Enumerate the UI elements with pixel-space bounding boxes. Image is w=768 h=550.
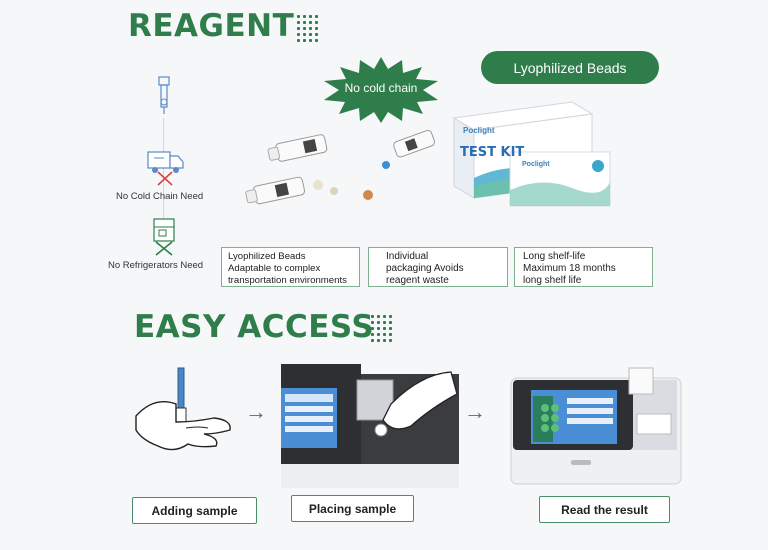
reagent-tubes-illustration [245, 129, 436, 205]
step-read-result: Read the result [539, 496, 670, 523]
test-kit-label: TEST KIT [460, 145, 525, 160]
no-cold-chain-label: No cold chain [344, 81, 418, 95]
pouch-brand-label: Poclight [522, 161, 550, 168]
info-box-packaging: Individual packaging Avoids reagent wast… [368, 247, 508, 287]
arrow-right-icon: → [245, 399, 267, 424]
info-box-lyophilized: Lyophilized Beads Adaptable to complex t… [221, 247, 360, 287]
truck-icon [147, 151, 184, 186]
info-line: Lyophilized Beads [228, 251, 306, 262]
info-line: long shelf life [523, 275, 582, 286]
reagent-title: REAGENT [128, 8, 295, 44]
no-cold-chain-need-label: No Cold Chain Need [116, 191, 204, 202]
info-line: Adaptable to complex [228, 263, 321, 274]
instrument-result-illustration [510, 367, 682, 485]
info-line: Maximum 18 months [523, 263, 616, 274]
easy-access-title: EASY ACCESS [134, 309, 375, 345]
test-tube-icon [158, 76, 170, 114]
placing-sample-illustration [281, 364, 459, 488]
arrow-right-icon: → [464, 399, 486, 424]
hand-pipette-illustration [135, 367, 231, 451]
brand-label: Poclight [463, 126, 495, 135]
lyophilized-beads-badge: Lyophilized Beads [481, 51, 659, 84]
dot-grid-icon [371, 315, 392, 342]
info-line: Individual [386, 251, 429, 262]
no-refrigerators-need-label: No Refrigerators Need [108, 260, 204, 271]
starburst-icon [324, 57, 438, 123]
step-placing-sample: Placing sample [291, 495, 414, 522]
dot-grid-icon [297, 15, 318, 42]
info-line: Long shelf-life [523, 251, 586, 262]
info-line: transportation environments [228, 275, 347, 286]
test-kit-box-illustration [452, 101, 611, 207]
info-line: reagent waste [386, 275, 449, 286]
step-adding-sample: Adding sample [132, 497, 257, 524]
refrigerator-icon [153, 218, 175, 256]
info-box-shelf-life: Long shelf-life Maximum 18 months long s… [514, 247, 653, 287]
info-line: packaging Avoids [386, 263, 464, 274]
